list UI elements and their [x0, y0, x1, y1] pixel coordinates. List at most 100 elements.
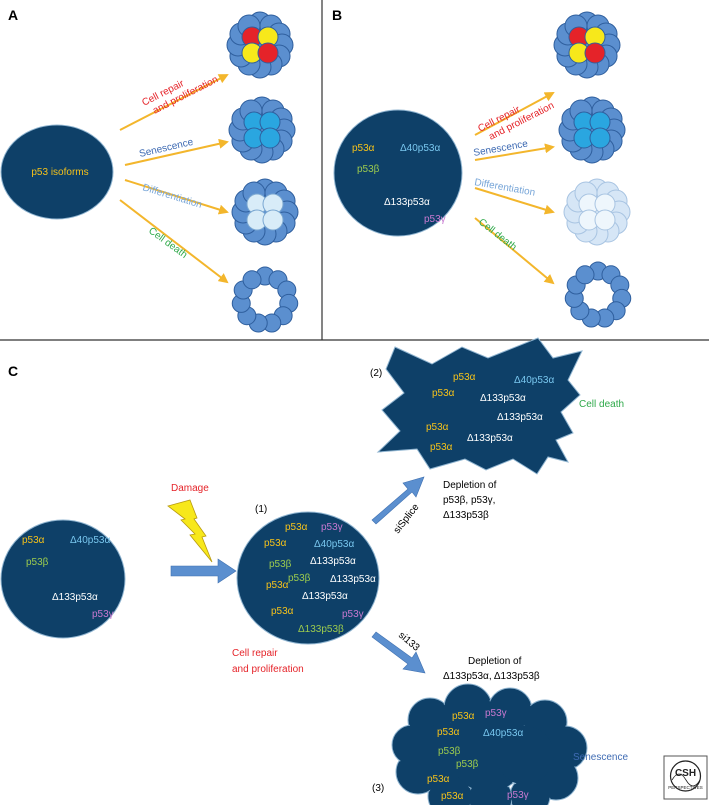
panel-c-baseline-p53g: p53γ [92, 609, 114, 620]
panel-c-step1: (1) [255, 504, 267, 515]
panel-b-senescent-cluster [558, 96, 626, 164]
panel-c-depletion2-line1: Depletion of [443, 480, 497, 491]
panel-a-dying-ring [231, 266, 299, 333]
core-cell-circle [259, 127, 281, 149]
panel-c-damaged-r3b: Δ133p53α [310, 556, 356, 567]
panel-c-cell-death-label: Cell death [579, 399, 624, 410]
panel-b-arrow-death [474, 217, 555, 285]
panel-c-death-a7: Δ133p53α [467, 433, 513, 444]
csh-perspectives-logo: CSH PERSPECTIVES [663, 755, 708, 800]
panel-c-damaged-r5b: Δ133p53α [302, 591, 348, 602]
panel-c-damaged-r7: Δ133p53β [298, 624, 344, 635]
panel-c-sen-b7: p53α [427, 774, 450, 785]
panel-c-sen-b3: p53α [437, 727, 460, 738]
panel-c-death-starburst [376, 337, 583, 475]
panel-a-differentiation-label: Differentiation [141, 182, 203, 211]
panel-c-death-a3: p53α [432, 388, 455, 399]
panel-c-baseline-d133: Δ133p53α [52, 592, 98, 603]
panel-b-p53a: p53α [352, 143, 375, 154]
panel-a-isoform-cell [0, 124, 114, 220]
panel-b-p53b: p53β [357, 164, 380, 175]
panel-c-depletion2-line3: Δ133p53β [443, 510, 489, 521]
panel-c-sen-b5: p53β [438, 746, 461, 757]
panel-c-arrow-to-damaged [170, 558, 237, 584]
panel-a-repair-label: Cell repair and proliferation [140, 74, 220, 116]
panel-c-arrow-si133 [371, 631, 426, 674]
cloud-lobe-fill [511, 777, 549, 805]
panel-c-death-a8: p53α [430, 442, 453, 453]
cell-circle [575, 265, 595, 285]
panel-c-arrow-sisplice [371, 476, 425, 525]
lightning-bolt-icon [167, 499, 213, 563]
cloud-lobe-fill [416, 723, 474, 781]
panel-b-death-label: Cell death [476, 217, 518, 253]
panel-a-arrow-death [119, 199, 229, 284]
panel-c-damaged-r4a: p53β [288, 573, 311, 584]
panel-b-isoform-cell [333, 109, 463, 237]
panel-c-damaged-r2b: Δ40p53α [314, 539, 354, 550]
panel-c-repair-2: and proliferation [232, 664, 304, 675]
panel-c-death-a1: p53α [453, 372, 476, 383]
panel-b-dying-ring [564, 261, 632, 328]
panel-b-proliferating-cluster [553, 11, 621, 79]
panel-c-damaged-cell [236, 511, 380, 645]
panel-c-depletion3-line1: Depletion of [468, 656, 522, 667]
panel-b-differentiation-label: Differentiation [473, 177, 536, 199]
core-cell-circle [257, 42, 279, 64]
panel-c-damaged-r3a: p53β [269, 559, 292, 570]
panel-a-differentiated-cluster [231, 178, 299, 246]
panel-b-d133: Δ133p53α [384, 197, 430, 208]
panel-b-differentiated-ghost-cluster [563, 178, 631, 246]
panel-c-sen-b6: p53β [456, 759, 479, 770]
panel-c-depletion2-line2: p53β, p53γ, [443, 495, 495, 506]
panel-c-repair-1: Cell repair [232, 648, 278, 659]
core-cell-circle [589, 127, 611, 149]
panel-c-baseline-p53b: p53β [26, 557, 49, 568]
panel-c-baseline-p53a: p53α [22, 535, 45, 546]
cloud-lobe-fill [496, 726, 554, 784]
cloud-lobe-fill [429, 775, 471, 805]
panel-c-damaged-r1a: p53α [285, 522, 308, 533]
panel-c-death-a6: p53α [426, 422, 449, 433]
panel-c-baseline-cell [0, 519, 126, 639]
panel-c-sisplice-label: siSplice [392, 502, 422, 536]
panel-a-arrow-repair [119, 74, 229, 131]
panel-c-death-a2: Δ40p53α [514, 375, 554, 386]
panel-b-arrow-repair [474, 92, 555, 136]
core-cell-circle [584, 42, 606, 64]
panel-c-damaged-r2a: p53α [264, 538, 287, 549]
panel-c-step2: (2) [370, 368, 382, 379]
logo-csh: CSH [675, 768, 696, 779]
panel-c-damaged-r4b: Δ133p53α [330, 574, 376, 585]
panel-c-damage-label: Damage [171, 483, 209, 494]
panel-c-death-a5: Δ133p53α [497, 412, 543, 423]
core-cell-circle [262, 209, 284, 231]
panel-a-proliferating-cluster [226, 11, 294, 79]
cell-circle [242, 270, 262, 290]
panel-c-sen-b2: p53γ [485, 708, 507, 719]
panel-b-arrow-differentiation [474, 187, 555, 215]
panel-c-damaged-r5a: p53α [266, 580, 289, 591]
panel-b-p53g: p53γ [424, 214, 446, 225]
panel-c-letter: C [8, 363, 18, 379]
panel-a-death-label: Cell death [146, 226, 189, 261]
panel-c-damaged-r6a: p53α [271, 606, 294, 617]
panel-c-senescence-cloud [391, 683, 588, 805]
panel-c-sen-b4: Δ40p53α [483, 728, 523, 739]
panel-c-sen-b9: p53γ [507, 790, 529, 801]
panel-c-depletion3-line2: Δ133p53α, Δ133p53β [443, 671, 540, 682]
panel-c-damaged-r1b: p53γ [321, 522, 343, 533]
panel-b-letter: B [332, 7, 342, 23]
panel-c-damaged-r6b: p53γ [342, 609, 364, 620]
panel-a-letter: A [8, 7, 18, 23]
panel-a-center-label: p53 isoforms [31, 167, 88, 178]
panel-a-arrow-differentiation [124, 179, 229, 215]
panel-c-senescence-label: Senescence [573, 752, 628, 763]
panel-c-sen-b8: p53α [441, 791, 464, 802]
core-cell-circle [594, 209, 616, 231]
panel-b-d40: Δ40p53α [400, 143, 440, 154]
panel-c-sen-b1: p53α [452, 711, 475, 722]
panel-c-baseline-d40: Δ40p53α [70, 535, 110, 546]
logo-perspectives: PERSPECTIVES [668, 785, 703, 790]
